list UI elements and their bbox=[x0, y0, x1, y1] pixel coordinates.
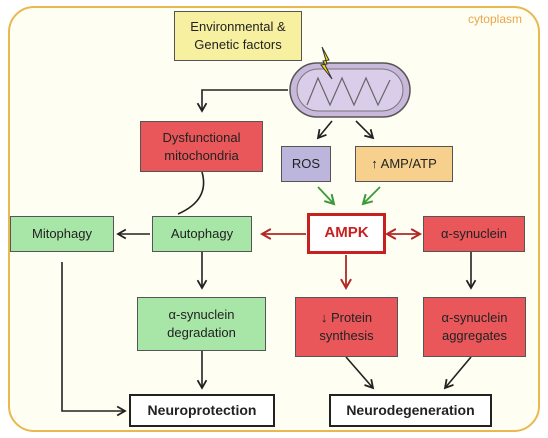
asyn-agg-line2: aggregates bbox=[441, 328, 508, 343]
neuroprotection-label: Neuroprotection bbox=[147, 402, 257, 419]
ros-label: ROS bbox=[291, 156, 321, 172]
mitophagy-label: Mitophagy bbox=[32, 226, 92, 242]
dysf-line2: mitochondria bbox=[164, 147, 239, 163]
neuroprotection-box: Neuroprotection bbox=[129, 394, 275, 427]
mitochondrion-icon bbox=[289, 62, 411, 118]
arrow-protein-to-neurodegeneration bbox=[345, 356, 375, 390]
asyn-label: α-synuclein bbox=[440, 226, 508, 242]
neurodegeneration-label: Neurodegeneration bbox=[346, 402, 475, 419]
dysfunctional-mitochondria-box: Dysfunctional mitochondria bbox=[140, 121, 263, 172]
alpha-synuclein-aggregates-box: α-synuclein aggregates bbox=[423, 297, 526, 357]
arrow-mitophagy-to-neuroprotection bbox=[61, 262, 127, 417]
protein-synthesis-box: ↓ Protein synthesis bbox=[295, 297, 398, 357]
arrow-mito-to-amp bbox=[355, 120, 375, 140]
env-line2: Genetic factors bbox=[194, 37, 282, 52]
arrow-mito-to-dysfunctional bbox=[196, 89, 288, 113]
mitophagy-box: Mitophagy bbox=[10, 216, 114, 252]
arrow-ros-to-ampk bbox=[317, 186, 336, 206]
lightning-icon bbox=[320, 46, 333, 80]
cytoplasm-label: cytoplasm bbox=[467, 12, 522, 26]
dysf-line1: Dysfunctional bbox=[162, 129, 241, 145]
asyn-deg-line1: α-synuclein bbox=[168, 307, 235, 323]
alpha-synuclein-degradation-box: α-synuclein degradation bbox=[137, 297, 266, 351]
ampk-label: AMPK bbox=[324, 224, 369, 242]
ros-box: ROS bbox=[281, 146, 331, 182]
amp-atp-label: ↑ AMP/ATP bbox=[371, 156, 437, 172]
environmental-genetic-factors-box: Environmental & Genetic factors bbox=[174, 11, 302, 61]
protein-line2: synthesis bbox=[319, 328, 374, 343]
autophagy-box: Autophagy bbox=[152, 216, 252, 252]
protein-line1: ↓ Protein bbox=[320, 310, 373, 326]
asyn-deg-line2: degradation bbox=[167, 325, 236, 340]
neurodegeneration-box: Neurodegeneration bbox=[329, 394, 492, 427]
autophagy-label: Autophagy bbox=[170, 226, 234, 242]
connector-dysfunctional-to-autophagy bbox=[177, 171, 205, 215]
asyn-agg-line1: α-synuclein bbox=[441, 310, 508, 326]
arrow-amp-to-ampk bbox=[361, 186, 381, 206]
arrow-aggregates-to-neurodegeneration bbox=[443, 356, 472, 390]
arrow-mito-to-ros bbox=[316, 120, 333, 140]
alpha-synuclein-box: α-synuclein bbox=[423, 216, 525, 252]
amp-atp-box: ↑ AMP/ATP bbox=[355, 146, 453, 182]
env-line1: Environmental & bbox=[190, 19, 286, 35]
ampk-box: AMPK bbox=[307, 213, 386, 254]
